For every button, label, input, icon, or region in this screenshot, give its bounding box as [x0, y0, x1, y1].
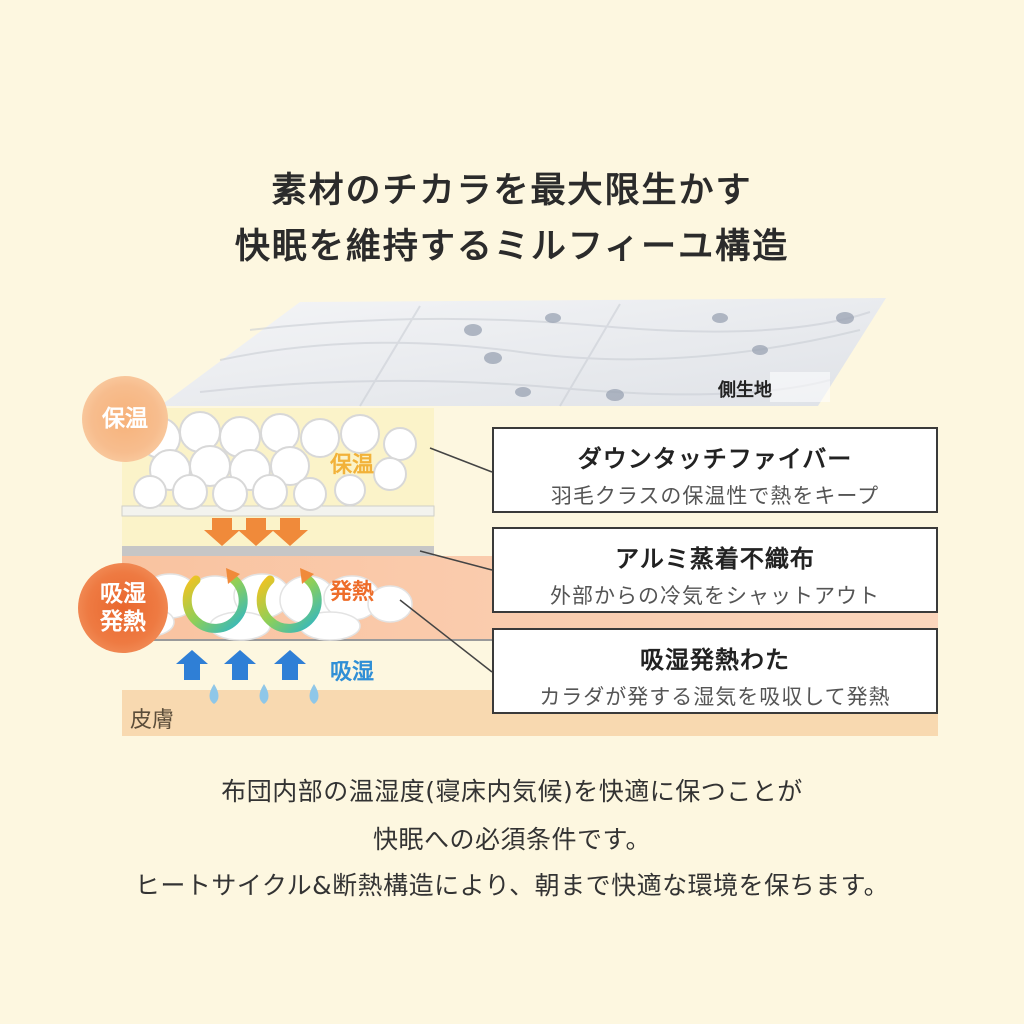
body-text-line3: ヒートサイクル&断熱構造により、朝まで快適な環境を保ちます。	[134, 871, 890, 900]
page-title-line2: 快眠を維持するミルフィーユ構造	[234, 227, 790, 267]
callout-moisture-heat-cotton: 吸湿発熱わた カラダが発する湿気を吸収して発熱	[492, 628, 938, 714]
body-text-line1: 布団内部の温湿度(寝床内気候)を快適に保つことが	[221, 777, 803, 806]
callout-title: ダウンタッチファイバー	[577, 445, 853, 473]
page-title-line1: 素材のチカラを最大限生かす	[271, 171, 753, 211]
absorb-label: 吸湿	[330, 660, 375, 685]
down-touch-fibers	[133, 411, 417, 512]
moisture-up-arrows	[176, 650, 306, 680]
keep-warm-label: 保温	[330, 453, 375, 478]
callout-down-touch-fiber: ダウンタッチファイバー 羽毛クラスの保温性で熱をキープ	[492, 427, 938, 513]
callout-aluminum-nonwoven: アルミ蒸着不織布 外部からの冷気をシャットアウト	[492, 527, 938, 613]
callout-title: 吸湿発熱わた	[640, 646, 790, 674]
callout-subtitle: 外部からの冷気をシャットアウト	[550, 584, 880, 608]
body-text-line2: 快眠への必須条件です。	[372, 825, 651, 854]
heat-down-arrows	[204, 518, 308, 546]
heat-cycle-icon	[182, 573, 322, 633]
skin-label: 皮膚	[130, 708, 175, 733]
callout-subtitle: 羽毛クラスの保温性で熱をキープ	[550, 484, 880, 508]
keep-warm-badge-label: 保温	[102, 406, 148, 432]
absorb-heat-badge-line1: 吸湿	[100, 581, 146, 607]
heat-label: 発熱	[330, 580, 375, 605]
callout-title: アルミ蒸着不織布	[615, 545, 815, 573]
absorb-heat-badge-line2: 発熱	[100, 609, 146, 635]
gray-sheet	[122, 546, 434, 556]
keep-warm-badge: 保温	[82, 376, 168, 462]
outer-fabric-label: 側生地	[718, 380, 772, 401]
water-droplet-icons	[209, 684, 319, 704]
callout-subtitle: カラダが発する湿気を吸収して発熱	[539, 685, 891, 709]
absorb-heat-badge: 吸湿発熱	[78, 563, 168, 653]
